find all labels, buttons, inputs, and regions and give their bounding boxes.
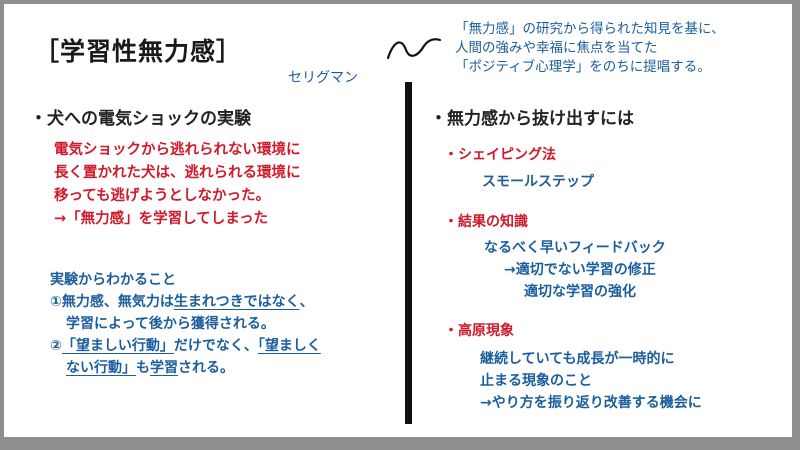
vertical-divider — [405, 82, 412, 424]
text: される。 — [178, 360, 234, 376]
plateau-item: 継続していても成長が一時的に — [480, 351, 675, 367]
experiment-description: 電気ショックから逃れられない環境に 長く置かれた犬は、逃れられる環境に 移っても… — [54, 139, 301, 231]
slide: ［学習性無力感］ 「無力感」の研究から得られた知見を基に、 人間の強みや幸福に焦… — [4, 4, 792, 437]
shaping-title: ・シェイピング法 — [444, 147, 556, 163]
experiment-findings: 実験からわかること ①無力感、無気力は生まれつきではなく、 学習によって後から獲… — [50, 269, 321, 379]
underlined-text: 「望ましく — [257, 338, 321, 354]
seligman-label: セリグマン — [288, 70, 358, 86]
right-heading: ・無力感から抜け出すには — [430, 109, 634, 129]
finding-1-cont: 学習によって後から獲得される。 — [66, 316, 275, 332]
slide-title: ［学習性無力感］ — [34, 37, 243, 66]
note-line: 人間の強みや幸福に焦点を当てた — [455, 40, 658, 56]
feedback-title: ・結果の知識 — [444, 214, 528, 230]
note-line: 「無力感」の研究から得られた知見を基に、 — [455, 21, 725, 37]
finding-1: ①無力感、無気力は生まれつきではなく、 — [50, 291, 321, 313]
underlined-text: 「望ましい行動」 — [61, 338, 174, 354]
text: も — [136, 360, 150, 376]
red-line: 長く置かれた犬は、逃れられる環境に — [54, 165, 301, 181]
note-line: 「ポジティブ心理学」をのちに提唱する。 — [455, 59, 711, 75]
left-heading: ・犬への電気ショックの実験 — [30, 109, 251, 129]
text: だけでなく、 — [173, 338, 258, 354]
feedback-item: 適切な学習の強化 — [524, 284, 636, 300]
underlined-text: 生まれつきではなく — [173, 294, 300, 310]
red-line: 電気ショックから逃れられない環境に — [54, 142, 301, 158]
findings-intro: 実験からわかること — [50, 272, 176, 288]
finding-2: ②「望ましい行動」だけでなく、「望ましく — [50, 335, 321, 357]
underlined-text: 学習 — [150, 360, 178, 376]
red-line: 移っても逃げようとしなかった。 — [54, 188, 271, 204]
plateau-title: ・高原現象 — [444, 323, 514, 339]
text: 、 — [299, 294, 314, 310]
seligman-note: 「無力感」の研究から得られた知見を基に、 人間の強みや幸福に焦点を当てた 「ポジ… — [455, 20, 725, 77]
feedback-item: なるべく早いフィードバック — [484, 240, 666, 256]
squiggle-decoration — [386, 38, 442, 60]
shaping-item: スモールステップ — [482, 174, 594, 190]
text: ①無力感、無気力は — [50, 294, 174, 310]
underlined-text: ない行動」 — [66, 360, 136, 376]
plateau-item: →やり方を振り返り改善する機会に — [480, 395, 702, 411]
feedback-item: →適切でない学習の修正 — [504, 262, 656, 278]
finding-2-cont: ない行動」も学習される。 — [50, 357, 321, 379]
red-line: →「無力感」を学習してしまった — [54, 211, 269, 227]
plateau-item: 止まる現象のこと — [480, 373, 592, 389]
text: ② — [50, 338, 62, 354]
